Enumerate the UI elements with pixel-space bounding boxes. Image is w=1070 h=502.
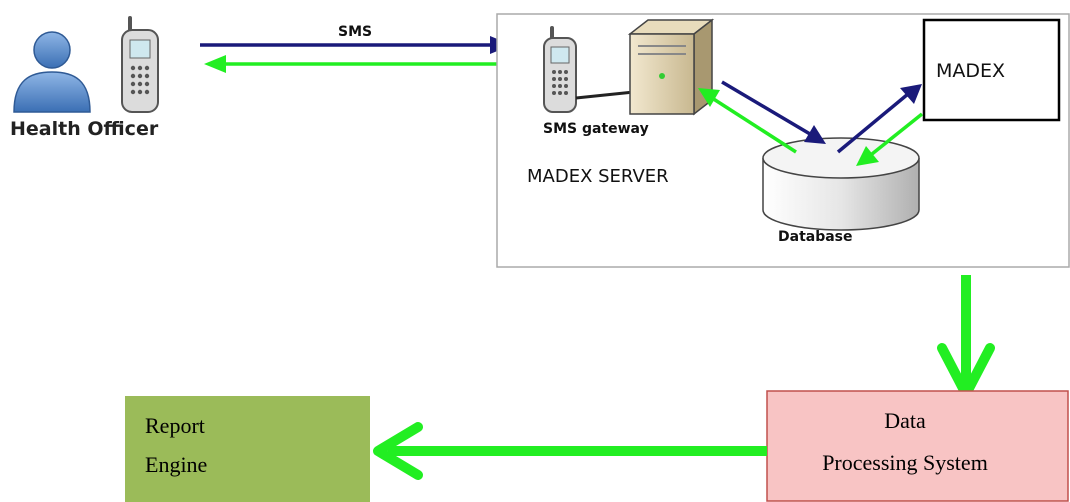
- sms-gateway-label: SMS gateway: [543, 121, 649, 137]
- data-processing-label-line2: Processing System: [822, 450, 988, 475]
- report-engine-box: [125, 396, 370, 502]
- server-to-processing-arrow: [937, 275, 995, 399]
- database-to-madex-arrow: [836, 84, 922, 154]
- mobile-phone-icon: [121, 16, 159, 113]
- gateway-phone-icon: [543, 26, 577, 113]
- data-processing-box: [766, 390, 1069, 502]
- database-label: Database: [778, 229, 853, 245]
- sms-response-arrow: [204, 55, 500, 73]
- processing-to-report-arrow: [373, 422, 767, 480]
- report-engine-label-line2: Engine: [145, 452, 207, 477]
- madex-to-database-arrow: [856, 112, 924, 166]
- person-icon: [13, 31, 91, 113]
- sms-label: SMS: [338, 24, 372, 40]
- gateway-cable: [575, 90, 635, 100]
- server-icon: [627, 18, 715, 116]
- madex-box: [922, 18, 1061, 122]
- database-to-server-arrow: [698, 88, 797, 154]
- database-icon: [762, 137, 920, 231]
- madex-label: MADEX: [936, 60, 1005, 82]
- report-engine-label-line1: Report: [145, 413, 205, 438]
- server-to-database-arrow: [721, 80, 826, 144]
- data-processing-label-line1: Data: [884, 408, 926, 433]
- health-officer-label: Health Officer: [10, 118, 159, 140]
- madex-server-label: MADEX SERVER: [527, 166, 669, 187]
